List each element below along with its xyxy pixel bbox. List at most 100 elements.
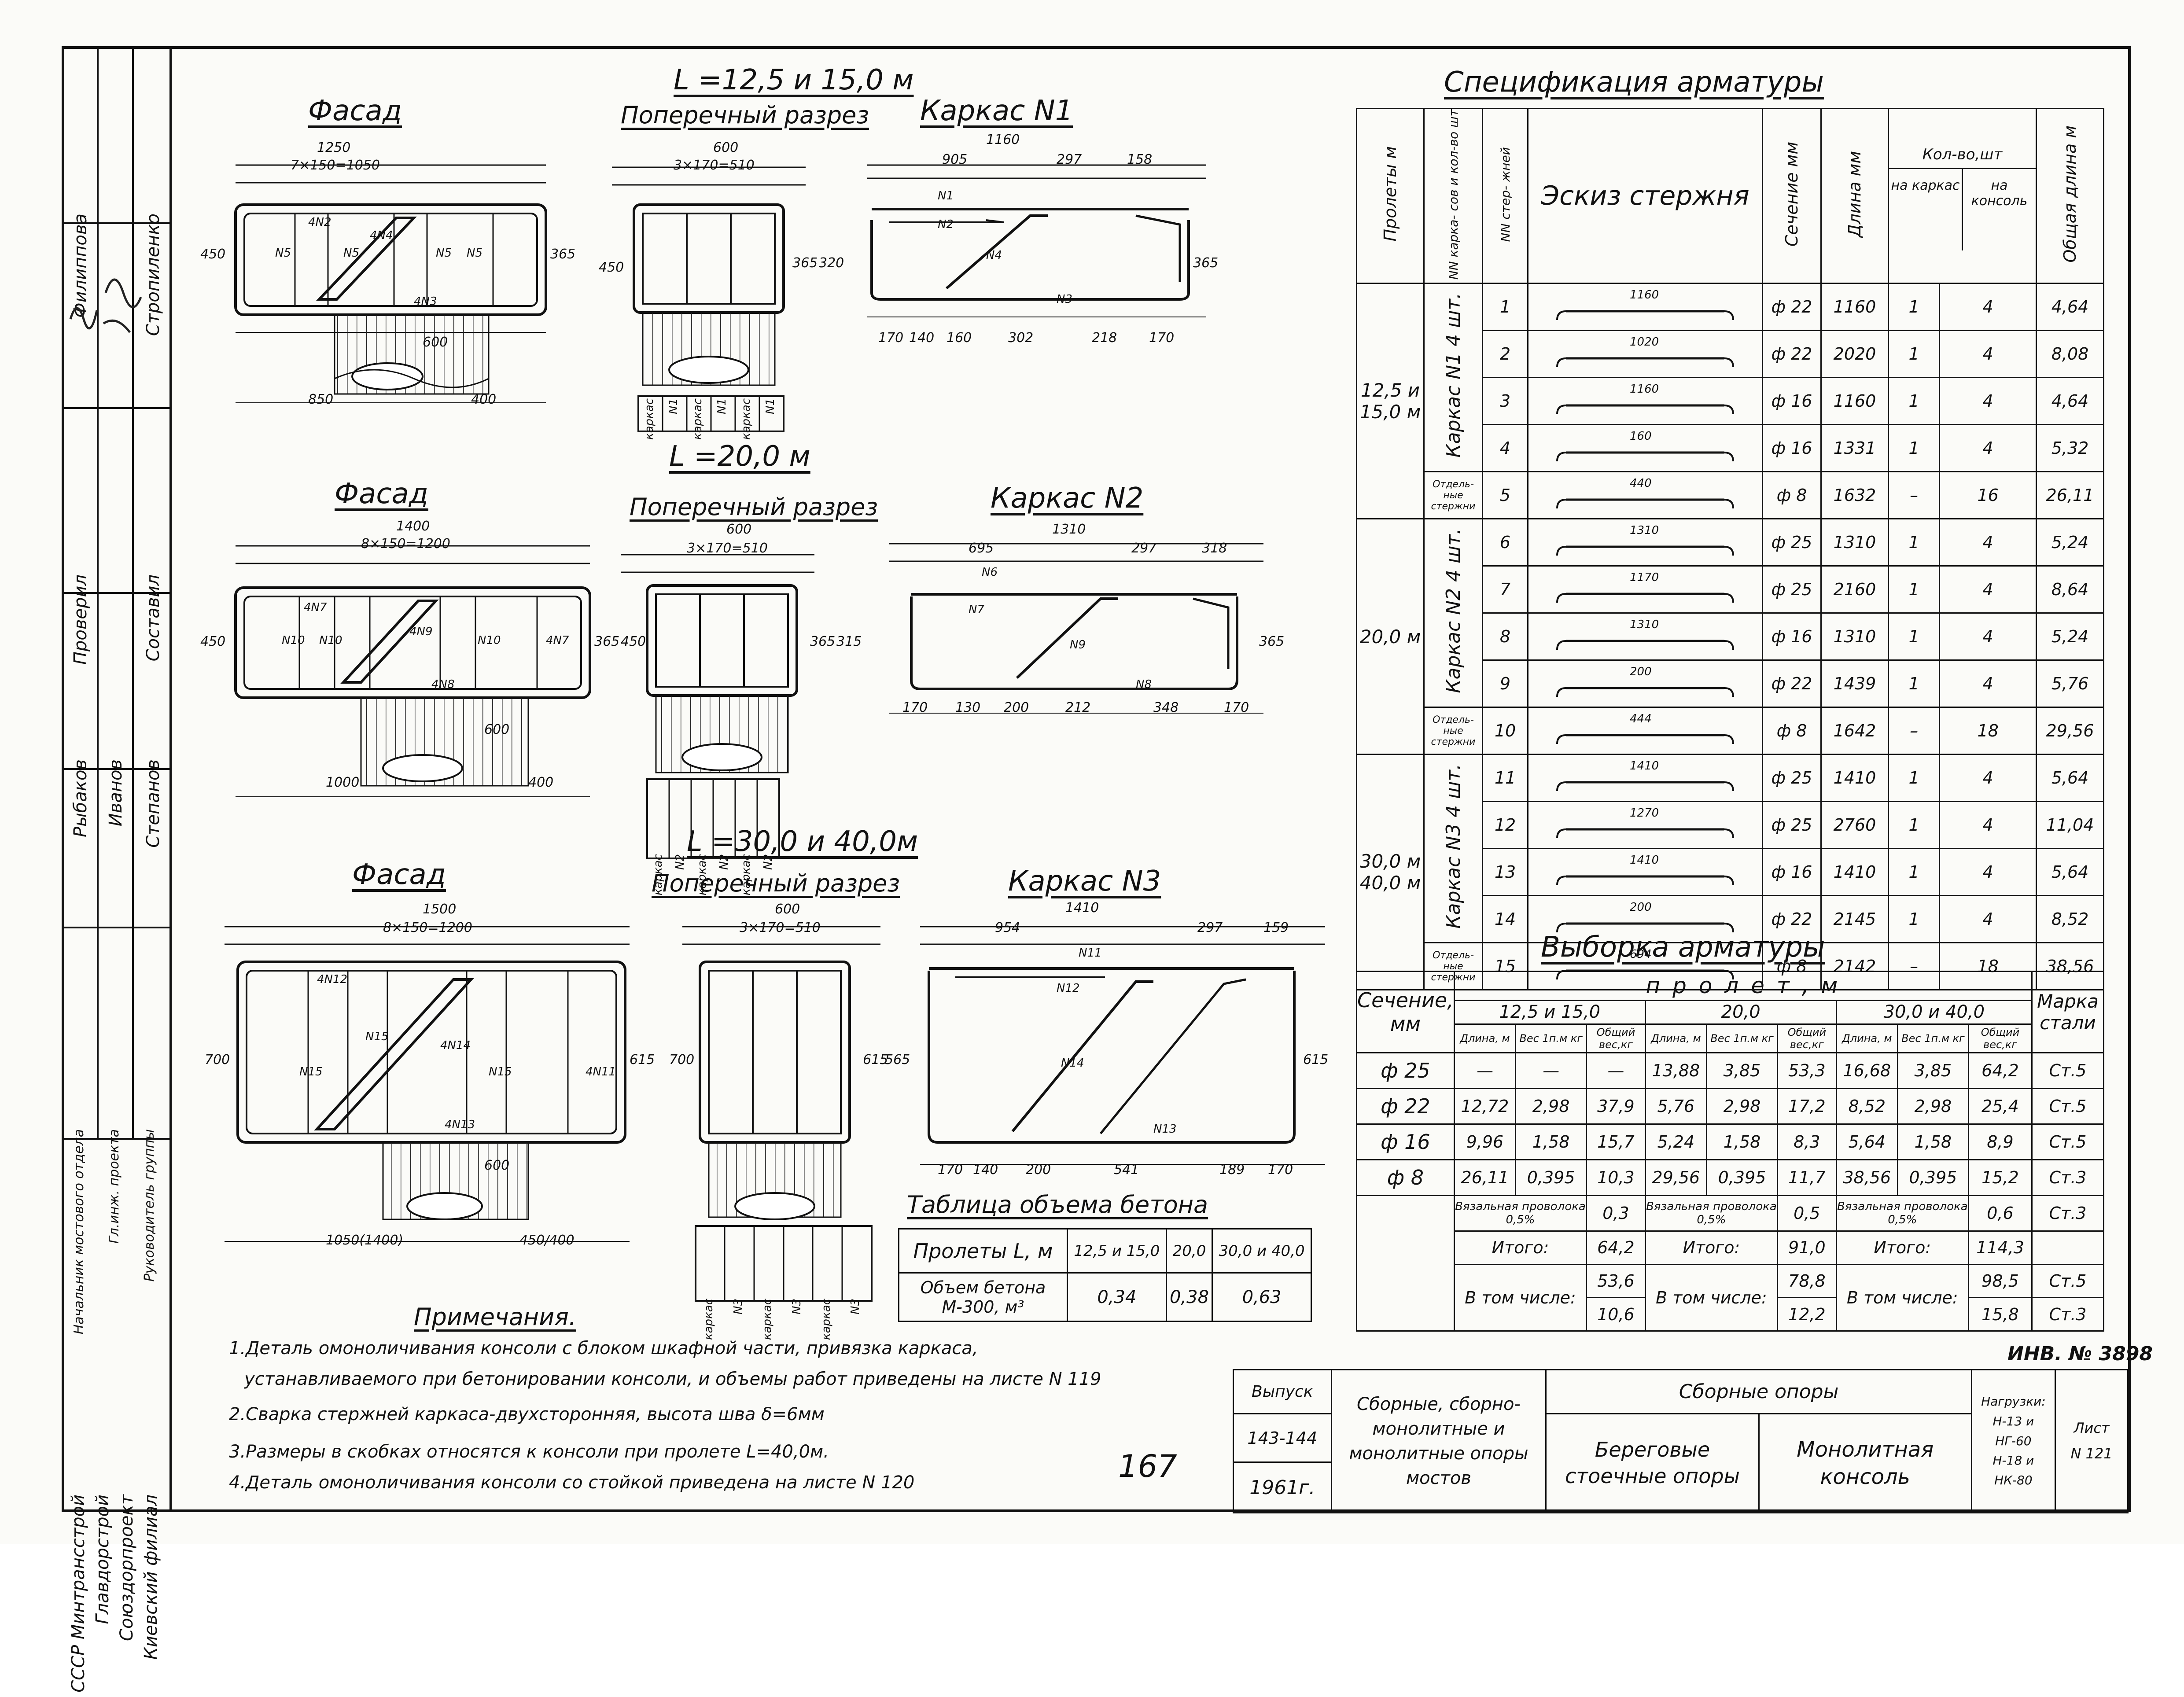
note-line-5: 4.Деталь омоноличивания консоли со стойк… (229, 1472, 915, 1493)
cross1-h: 450 (599, 260, 624, 275)
itogo-label-3: Итого: (1835, 1230, 1969, 1265)
spec-qty-frame: 1 (1887, 283, 1941, 331)
vyborka-value: 3,85 (1897, 1052, 1969, 1089)
facade3-dim-right: 450/400 (519, 1233, 575, 1248)
spec-sketch: 1410 (1527, 754, 1763, 802)
stamp-vypusk-number: 143-144 (1233, 1413, 1332, 1463)
spec-total-length: 8,64 (2036, 565, 2104, 614)
page-number: 167 (1118, 1448, 1177, 1484)
facade2-bar-a: 4N7 (304, 601, 327, 614)
frame3-dim-a: 954 (995, 920, 1020, 935)
spec-section: ф 16 (1762, 848, 1822, 897)
vyborka-marka: Ст.3 (2031, 1159, 2104, 1196)
bar-sketch-icon (1556, 310, 1734, 320)
spec-sketch: 1310 (1527, 612, 1763, 661)
spec-qty-console: 4 (1939, 754, 2037, 802)
spec-bar-number: 14 (1482, 895, 1528, 944)
spec-separate-bars: Отдель- ные стержни (1423, 471, 1483, 520)
facade2-total-dim: 1400 (396, 519, 430, 534)
role-chief-engineer: Гл.инж. проекта (107, 1129, 122, 1244)
vyaz-val-1: 0,3 (1586, 1194, 1646, 1232)
vyborka-span-1: 12,5 и 15,0 (1453, 999, 1646, 1025)
small-table3-c: каркас (761, 1299, 774, 1340)
spec-qty-frame: 1 (1887, 518, 1941, 567)
bar-sketch-icon (1556, 357, 1734, 368)
spec-total-length: 8,52 (2036, 895, 2104, 944)
spec-h-sech: Сечение мм (1782, 141, 1801, 247)
stamp-list-number: N 121 (2070, 1445, 2113, 1462)
frame1-bar-d: N3 (1057, 293, 1072, 306)
inventory-number: ИНВ. № 3898 (2007, 1343, 2153, 1365)
org-glavdorstroy: Главдорстрой (92, 1495, 113, 1624)
vyaz-marka: Ст.3 (2031, 1194, 2104, 1232)
vyborka-value: 5,76 (1644, 1087, 1707, 1125)
vyborka-section: ф 25 (1356, 1052, 1455, 1089)
vyborka-value: 9,96 (1453, 1123, 1517, 1160)
bar-sketch-icon (1556, 734, 1734, 744)
frame1-bot-2: 140 (909, 330, 935, 346)
spec-length: 1439 (1820, 659, 1889, 708)
spec-qty-console: 4 (1939, 518, 2037, 567)
spec-qty-console: 4 (1939, 612, 2037, 661)
vtom-a-3: 98,5 (1967, 1263, 2033, 1299)
vyborka-value: 8,3 (1777, 1123, 1837, 1160)
spec-group-prolet: 12,5 и 15,0 м (1356, 283, 1425, 520)
vyborka-value: 5,24 (1644, 1123, 1707, 1160)
spec-qty-console: 4 (1939, 424, 2037, 473)
facade1-total-dim: 1250 (317, 140, 351, 155)
cross-title-3: Поперечный разрез (652, 869, 900, 897)
vyborka-marka: Ст.5 (2031, 1087, 2104, 1125)
cross-title-2: Поперечный разрез (630, 493, 878, 521)
vyborka-value: 1,58 (1897, 1123, 1969, 1160)
spec-sketch-dim: 1270 (1630, 806, 1659, 820)
concrete-vol-2: 0,38 (1165, 1272, 1213, 1322)
frame1-bot-6: 170 (1149, 330, 1175, 346)
vyborka-table: Сечение, мм п р о л е т , м Марка стали … (1356, 971, 2104, 1332)
spec-table: Пролеты м NN карка- сов и кол-во шт NN с… (1356, 107, 2104, 991)
small-table-3-grid (695, 1225, 873, 1302)
spec-sketch-dim: 160 (1630, 430, 1652, 443)
spec-total-length: 4,64 (2036, 377, 2104, 426)
vtom-b-3: 15,8 (1967, 1297, 2033, 1332)
cross2-b: 315 (836, 634, 862, 649)
facade3-col-dim: 600 (484, 1158, 510, 1173)
facade2-bar-e: N10 (478, 634, 501, 647)
vyborka-value: 0,395 (1515, 1159, 1587, 1196)
facade1-bar-e: N5 (436, 247, 452, 260)
vyborka-col-length-1: Длина, м (1453, 1023, 1517, 1053)
cross1-a: 365 (792, 255, 818, 271)
frame-title-3: Каркас N3 (1008, 865, 1161, 898)
cross2-h: 450 (621, 634, 646, 649)
facade1-col-dim: 600 (423, 335, 448, 350)
facade-drawing-1 (234, 164, 547, 403)
frame1-bot-1: 170 (878, 330, 904, 346)
vyborka-value: 15,7 (1586, 1123, 1646, 1160)
frame2-bot-5: 348 (1153, 700, 1179, 715)
bar-sketch-icon (1556, 922, 1734, 933)
vyborka-value: — (1515, 1052, 1587, 1089)
facade3-dim-left: 1050(1400) (326, 1233, 404, 1248)
vyborka-col-weight-1: Вес 1п.м кг (1515, 1023, 1587, 1053)
frame3-h: 615 (1303, 1052, 1329, 1068)
frame-title-1: Каркас N1 (920, 95, 1073, 127)
spec-qty-frame: 1 (1887, 565, 1941, 614)
facade2-bar-b: N10 (282, 634, 305, 647)
vyborka-value: 38,56 (1835, 1159, 1898, 1196)
spec-sketch: 1410 (1527, 848, 1763, 897)
spec-bar-number: 3 (1482, 377, 1528, 426)
frame2-bot-3: 200 (1004, 700, 1029, 715)
bar-sketch-icon (1556, 828, 1734, 839)
notes-title: Примечания. (414, 1303, 576, 1331)
vtom-label-1: В том числе: (1453, 1263, 1587, 1332)
cross1-inner: 3×170=510 (674, 158, 755, 173)
facade2-inner-dim: 8×150=1200 (361, 536, 450, 552)
small-table3-d: N3 (790, 1299, 803, 1314)
note-line-1: 1.Деталь омоноличивания консоли с блоком… (229, 1338, 978, 1358)
facade3-height: 700 (205, 1052, 230, 1068)
